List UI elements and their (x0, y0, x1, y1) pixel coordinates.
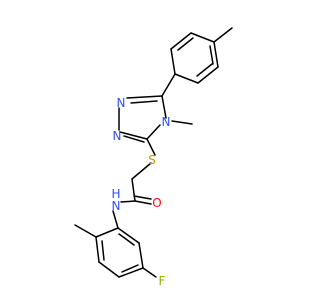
bond (161, 95, 167, 119)
bond (123, 135, 145, 143)
bond (101, 240, 105, 261)
bond (171, 120, 193, 125)
carbonyl-oxygen-label: O (152, 196, 161, 210)
bond (170, 32, 192, 50)
n-methyl-nitrogen-label: N (162, 115, 171, 129)
bond (74, 224, 97, 238)
bond (177, 37, 194, 51)
bond (119, 131, 148, 140)
bond (130, 100, 158, 104)
bond (121, 264, 139, 273)
bond (98, 261, 120, 278)
bond (95, 227, 119, 238)
bond (142, 267, 157, 278)
bond (146, 138, 156, 156)
bond (117, 227, 140, 244)
bond (126, 95, 163, 99)
atom-labels: N N N S O N H F (111, 96, 170, 288)
bond (95, 236, 100, 263)
bond (112, 210, 119, 229)
triazole-nitrogen-1-label: N (117, 96, 126, 110)
bonds (74, 27, 233, 278)
bond (131, 162, 152, 180)
bond (190, 32, 215, 43)
bond (133, 195, 152, 200)
bond (197, 66, 219, 84)
bond (138, 242, 144, 269)
molecule-canvas: N N N S O N H F (74, 27, 233, 288)
bond (161, 73, 176, 97)
amide-nitrogen-label: N (112, 199, 121, 213)
bond (120, 200, 136, 203)
bond (131, 178, 136, 202)
bond (213, 27, 233, 43)
bond (209, 45, 214, 65)
bond (213, 41, 219, 68)
bond (118, 233, 135, 246)
fluorine-label: F (159, 274, 166, 288)
bond (146, 124, 161, 140)
bond (170, 48, 176, 75)
sulfur-label: S (148, 153, 156, 167)
bond (118, 267, 144, 278)
amide-hydrogen-label: H (111, 187, 120, 201)
bond (174, 73, 199, 84)
bond (196, 63, 213, 77)
structure-diagram: N N N S O N H F (74, 27, 233, 288)
triazole-nitrogen-2-label: N (113, 129, 122, 143)
bond (134, 200, 152, 205)
